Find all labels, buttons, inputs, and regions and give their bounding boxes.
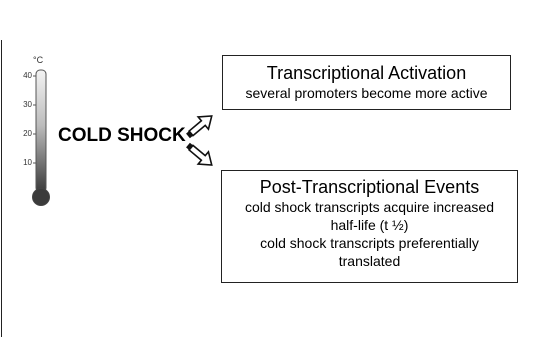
box-line: cold shock transcripts preferentially: [260, 235, 479, 251]
transcriptional-activation-box: Transcriptional Activation several promo…: [222, 55, 511, 110]
thermometer-tick-label: 20: [23, 129, 32, 138]
thermometer-tick-label: 40: [23, 71, 32, 80]
box-title: Post-Transcriptional Events: [259, 177, 480, 197]
box-line: translated: [338, 253, 401, 269]
thermometer-tick-label: 30: [23, 100, 32, 109]
cold-shock-label: COLD SHOCK: [58, 125, 186, 146]
box-title: Transcriptional Activation: [266, 63, 467, 83]
box-line: several promoters become more active: [245, 85, 488, 101]
thermometer-unit-label: °C: [33, 55, 44, 65]
box-line: cold shock transcripts acquire increased: [244, 199, 494, 215]
box-line: half-life (t ½): [330, 217, 409, 233]
arrow-down-right-icon: [186, 142, 213, 166]
arrow-up-right-icon: [186, 115, 213, 139]
thermometer-tick-label: 10: [23, 158, 32, 167]
post-transcriptional-events-box: Post-Transcriptional Events cold shock t…: [221, 170, 518, 283]
